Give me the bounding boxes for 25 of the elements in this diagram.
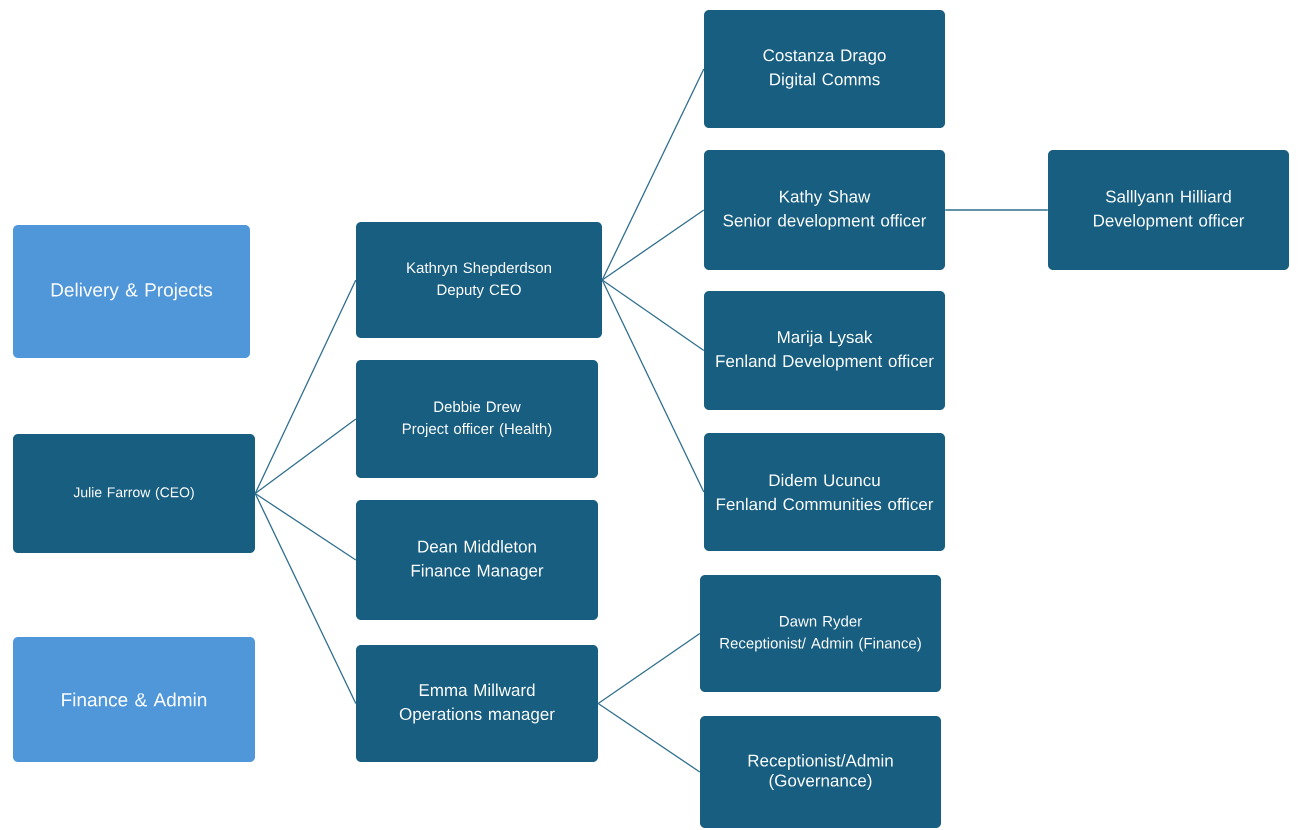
connector-line [601, 279, 705, 352]
role-box: Marija Lysak Fenland Development officer [704, 291, 945, 410]
connector-line [254, 418, 357, 495]
connector-line [254, 492, 357, 705]
connector-line [601, 68, 705, 281]
role-box: Delivery & Projects [13, 225, 250, 358]
role-box: Salllyann Hilliard Development officer [1048, 150, 1289, 270]
role-box: Costanza Drago Digital Comms [704, 10, 945, 128]
role-box: Kathy Shaw Senior development officer [704, 150, 945, 270]
connector-line [254, 279, 357, 495]
role-box: Finance & Admin [13, 637, 255, 762]
connector-line [601, 209, 705, 281]
role-box: Didem Ucuncu Fenland Communities officer [704, 433, 945, 551]
connector-line [254, 492, 357, 561]
connector-line [597, 702, 701, 773]
role-box: Kathryn Shepderdson Deputy CEO [356, 222, 602, 338]
role-box: Debbie Drew Project officer (Health) [356, 360, 598, 478]
role-box: Dawn Ryder Receptionist/ Admin (Finance) [700, 575, 941, 692]
role-box: Receptionist/Admin (Governance) [700, 716, 941, 828]
role-box: Emma Millward Operations manager [356, 645, 598, 762]
connector-line [944, 209, 1049, 211]
connector-line [601, 279, 705, 493]
connector-line [597, 632, 701, 705]
role-box: Dean Middleton Finance Manager [356, 500, 598, 620]
role-box: Julie Farrow (CEO) [13, 434, 255, 553]
